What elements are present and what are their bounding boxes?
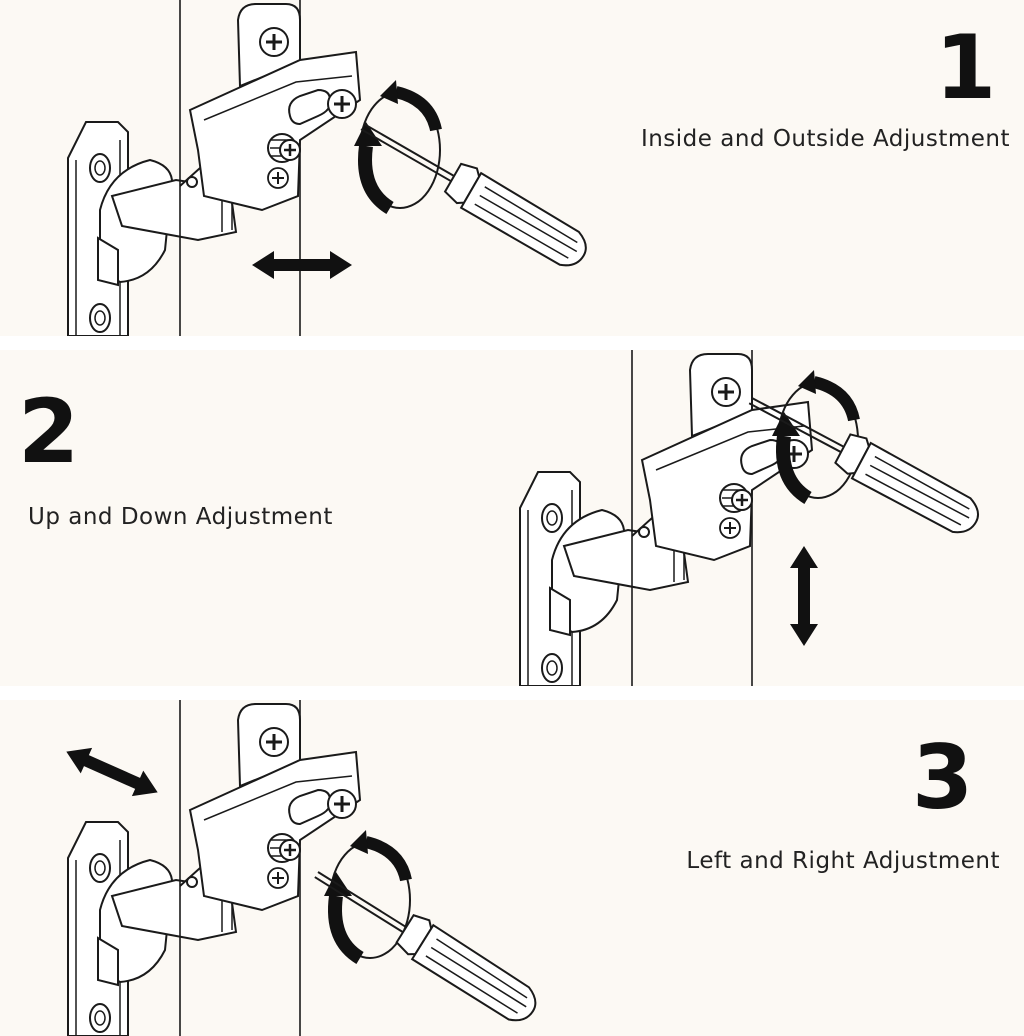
rotation-arrow-icon (772, 370, 858, 498)
hinge-icon (66, 700, 362, 1036)
step-title: Up and Down Adjustment (28, 504, 333, 530)
step-1-illustration (66, 0, 596, 336)
step-title: Inside and Outside Adjustment (640, 126, 1010, 152)
up-down-arrow-icon (790, 546, 818, 646)
step-3-panel: 3 Left and Right Adjustment (0, 700, 1024, 1036)
step-number: 2 (18, 380, 80, 483)
left-right-arrow-icon (60, 738, 164, 806)
hinge-icon (66, 0, 362, 336)
rotation-arrow-icon (324, 830, 410, 958)
step-title: Left and Right Adjustment (686, 848, 1000, 874)
in-out-arrow-icon (252, 251, 352, 279)
hinge-icon (518, 350, 814, 686)
step-1-panel: 1 Inside and Outside Adjustment (0, 0, 1024, 336)
step-number: 1 (935, 16, 997, 119)
screwdriver-icon (351, 107, 596, 274)
step-2-panel: 2 Up and Down Adjustment (0, 350, 1024, 686)
step-number: 3 (912, 726, 974, 829)
